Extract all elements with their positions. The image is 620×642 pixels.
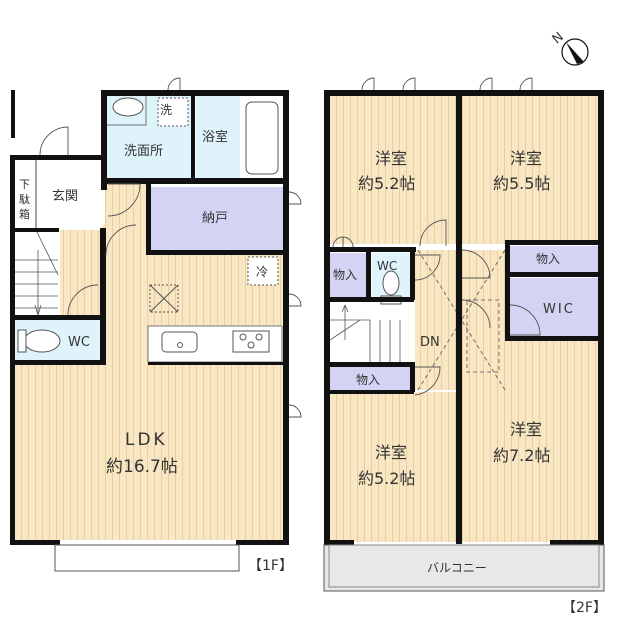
room-ne-size: 約5.5帖 <box>493 174 550 193</box>
room-se-size: 約7.2帖 <box>493 446 550 465</box>
closet-c-floor <box>330 367 412 391</box>
hallway-floor <box>60 225 106 320</box>
wic-label: WIC <box>543 302 575 317</box>
closet-b-floor <box>510 246 598 272</box>
balcony-label: バルコニー <box>427 561 487 575</box>
storage-floor <box>150 187 283 250</box>
room-ne-name: 洋室 <box>510 149 542 168</box>
room-nw-floor <box>330 96 458 244</box>
room-sw-floor <box>330 392 458 542</box>
floor-1 <box>10 77 302 572</box>
shoebox-label-2: 駄 <box>19 192 30 206</box>
ldk-size: 約16.7帖 <box>106 457 178 477</box>
bathroom-label: 浴室 <box>202 129 228 145</box>
closet-a-label: 物入 <box>333 268 357 282</box>
kitchen-sink-icon <box>161 331 198 353</box>
room-ne-floor <box>462 96 598 244</box>
wall-fragment <box>11 90 15 138</box>
room-sw-size: 約5.2帖 <box>358 469 415 488</box>
walls-2f <box>324 90 604 545</box>
shoebox-label-3: 箱 <box>19 207 30 221</box>
storage-label: 納戸 <box>202 211 228 226</box>
room-se-name: 洋室 <box>510 420 542 439</box>
entrance-floor <box>14 160 102 230</box>
stairs-1f <box>14 229 59 316</box>
shoebox-label-1: 下 <box>19 178 30 191</box>
toilet-tank-icon <box>17 329 27 353</box>
terrace <box>54 544 240 572</box>
wic-floor <box>510 278 598 336</box>
ldk-floor <box>14 362 284 540</box>
floor-hatch-icon <box>149 284 179 313</box>
washroom-label: 洗面所 <box>124 144 163 159</box>
fridge-space <box>247 256 279 286</box>
doors-2f <box>332 77 541 396</box>
room-nw-size: 約5.2帖 <box>358 174 415 193</box>
fridge-label: 冷 <box>256 265 268 279</box>
doors-1f <box>39 77 302 418</box>
entrance-label: 玄関 <box>52 189 78 204</box>
ldk-name: LDK <box>125 430 168 450</box>
wc-2f-label: WC <box>377 259 397 273</box>
bathtub-icon <box>245 101 279 175</box>
room-nw-name: 洋室 <box>375 149 407 168</box>
stairs-2f <box>329 304 401 362</box>
wc-1f-label: WC <box>68 335 90 350</box>
room-sw-name: 洋室 <box>375 443 407 462</box>
hallway-floor-upper <box>105 180 150 260</box>
floor-2-tag: 【2F】 <box>562 600 607 616</box>
bathroom-floor <box>196 95 240 180</box>
toilet-2f-icon <box>382 270 400 296</box>
closet-c-label: 物入 <box>356 373 380 387</box>
stairs-down-label: DN <box>420 335 440 350</box>
ceiling-lines-2f <box>417 249 506 391</box>
compass-icon <box>561 38 589 66</box>
closet-a-floor <box>330 253 366 297</box>
closet-b-label: 物入 <box>536 252 560 266</box>
sink-icon <box>112 97 144 117</box>
toilet-icon <box>23 329 61 353</box>
washer-space <box>157 97 189 127</box>
floor-2 <box>323 77 605 592</box>
floor-1-tag: 【1F】 <box>248 558 293 574</box>
walls-1f <box>10 90 289 545</box>
washer-label: 洗 <box>160 103 172 117</box>
